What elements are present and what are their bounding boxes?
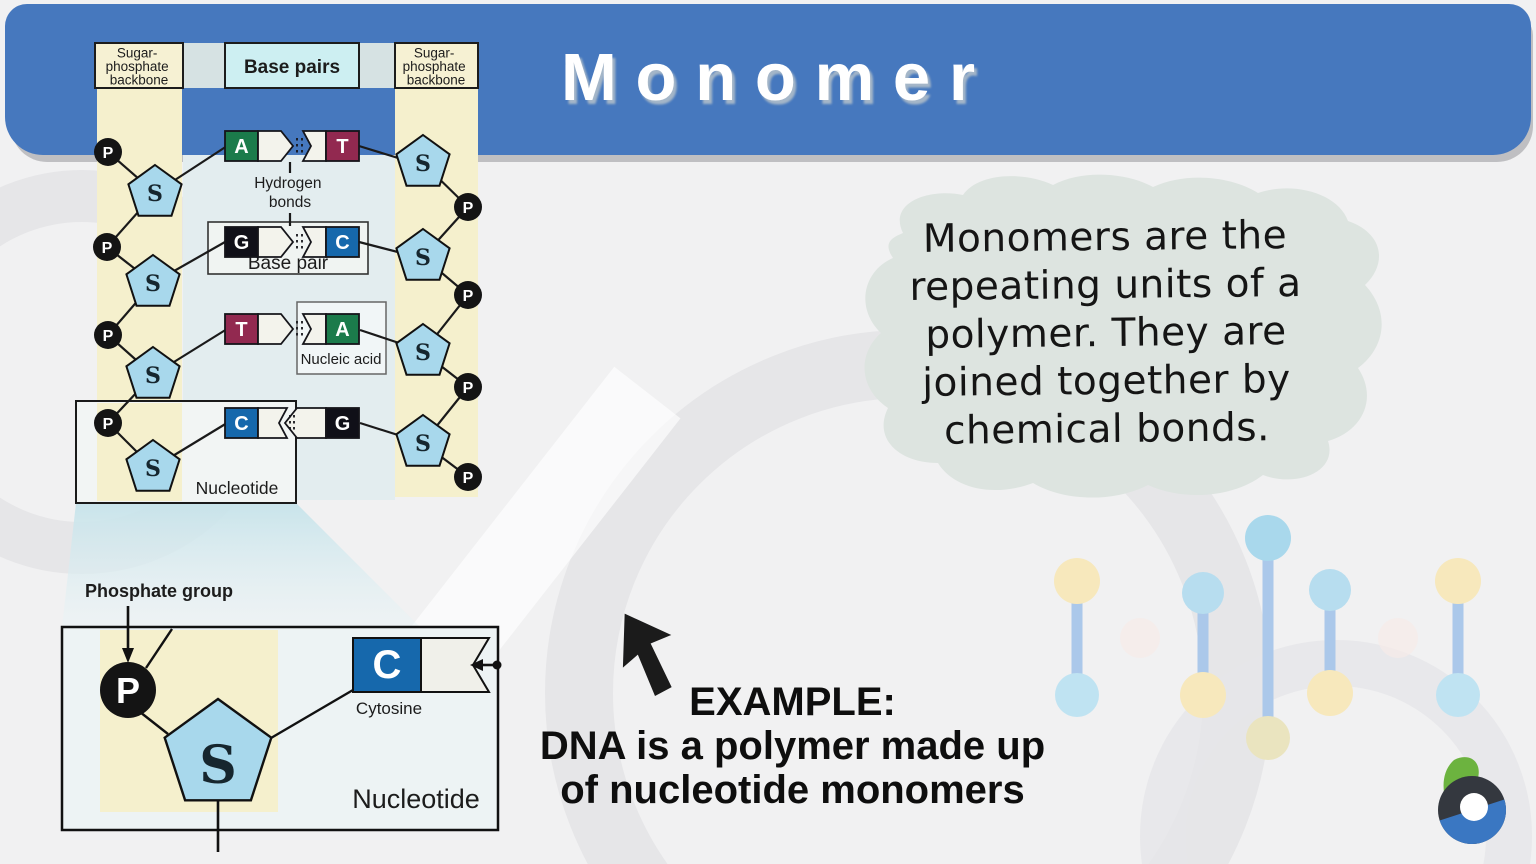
phosphate-letters: P P P P P P P P — [102, 145, 474, 487]
svg-text:P: P — [102, 240, 113, 257]
base-pair-row — [224, 130, 360, 162]
logo-hole — [1460, 793, 1488, 821]
monomer-dumbbell — [1054, 558, 1100, 717]
hydrogen-bonds-label: Hydrogen bonds — [254, 175, 326, 211]
svg-text:P: P — [116, 670, 140, 711]
faint-monomer-dot — [1378, 618, 1418, 658]
svg-text:Sugar- phosphate: Sugar- phosphate backbone — [106, 46, 173, 88]
svg-text:S: S — [199, 735, 237, 796]
example-line: of nucleotide monomers — [560, 768, 1025, 812]
svg-text:P: P — [463, 380, 474, 397]
biology-online-logo — [1438, 757, 1506, 844]
monomer-dumbbell — [1245, 515, 1291, 760]
example-heading: EXAMPLE: — [689, 680, 896, 724]
base-pairs-header: Base pairs — [224, 42, 360, 89]
backbone-label-right: Sugar- phosphate backbone — [394, 42, 479, 89]
svg-text:G: G — [335, 413, 351, 435]
nucleotide-zoom-label: Nucleotide — [352, 784, 480, 814]
cursor-arrow-icon — [622, 613, 672, 696]
backbone-label-left: Sugar- phosphate backbone — [94, 42, 184, 89]
svg-text:Sugar- phosphate: Sugar- phosphate backbone — [403, 46, 470, 88]
base-pair-row — [224, 313, 360, 345]
splotch-shape — [864, 174, 1382, 498]
base-pair-row — [224, 226, 360, 258]
svg-text:Nucleotide: Nucleotide — [196, 478, 279, 498]
svg-text:A: A — [234, 136, 248, 158]
svg-text:S: S — [145, 363, 161, 389]
svg-text:P: P — [463, 470, 474, 487]
svg-text:A: A — [335, 319, 349, 341]
down-arrow-icon — [122, 648, 134, 663]
header-gap — [183, 43, 225, 88]
definition-line: repeating units of a — [909, 260, 1302, 311]
svg-text:S: S — [415, 340, 431, 366]
sugar-letters: S S S S S S S S — [145, 151, 431, 482]
header-gap — [359, 43, 395, 88]
svg-text:S: S — [415, 245, 431, 271]
svg-text:P: P — [103, 328, 114, 345]
svg-text:S: S — [415, 431, 431, 457]
svg-text:S: S — [147, 181, 163, 207]
example-block: EXAMPLE: DNA is a polymer made up of nuc… — [520, 680, 1065, 812]
svg-text:Base pairs: Base pairs — [244, 57, 340, 78]
monomer-dumbbell — [1435, 558, 1481, 717]
svg-text:S: S — [415, 151, 431, 177]
nucleotide-zoom-box: Phosphate group P S C Cytosine Nucleotid… — [60, 581, 502, 852]
svg-text:C: C — [373, 643, 402, 687]
svg-text:Nucleic acid: Nucleic acid — [301, 351, 382, 368]
monomer-dumbbell — [1180, 572, 1226, 718]
svg-text:C: C — [335, 232, 349, 254]
sugar-nodes — [125, 133, 451, 492]
definition-line: Monomers are the — [922, 213, 1288, 262]
definition-line: joined together by — [921, 357, 1292, 406]
logo-ball — [1439, 799, 1506, 844]
svg-text:S: S — [145, 456, 161, 482]
page-title: Monomer — [560, 40, 994, 115]
svg-text:Base pair: Base pair — [248, 253, 329, 274]
svg-text:P: P — [463, 288, 474, 305]
definition-splotch — [864, 174, 1382, 498]
svg-text:C: C — [234, 413, 248, 435]
dna-structure-diagram: Sugar- phosphate backbone Base pairs Sug… — [60, 42, 502, 852]
faint-monomer-dot — [1120, 618, 1160, 658]
svg-text:P: P — [463, 200, 474, 217]
phosphate-nodes — [93, 138, 482, 491]
monomer-dumbbell — [1307, 569, 1353, 716]
svg-text:S: S — [145, 271, 161, 297]
left-arrow-icon — [470, 659, 483, 671]
svg-text:P: P — [103, 416, 114, 433]
svg-text:G: G — [234, 232, 250, 254]
cytosine-label: Cytosine — [356, 699, 422, 718]
base-pair-row — [224, 407, 360, 439]
base-letters: A T G C T A C G — [234, 136, 351, 435]
svg-text:T: T — [336, 136, 348, 158]
magnifier-cone — [62, 503, 420, 627]
definition-text: Monomers are the repeating units of a po… — [844, 211, 1368, 456]
definition-line: polymer. They are — [925, 309, 1287, 358]
definition-line: chemical bonds. — [943, 405, 1271, 454]
svg-text:T: T — [235, 319, 247, 341]
example-line: DNA is a polymer made up — [539, 724, 1046, 768]
svg-text:P: P — [103, 145, 114, 162]
phosphate-group-label: Phosphate group — [85, 581, 233, 601]
monomer-dumbbells — [1054, 515, 1481, 760]
